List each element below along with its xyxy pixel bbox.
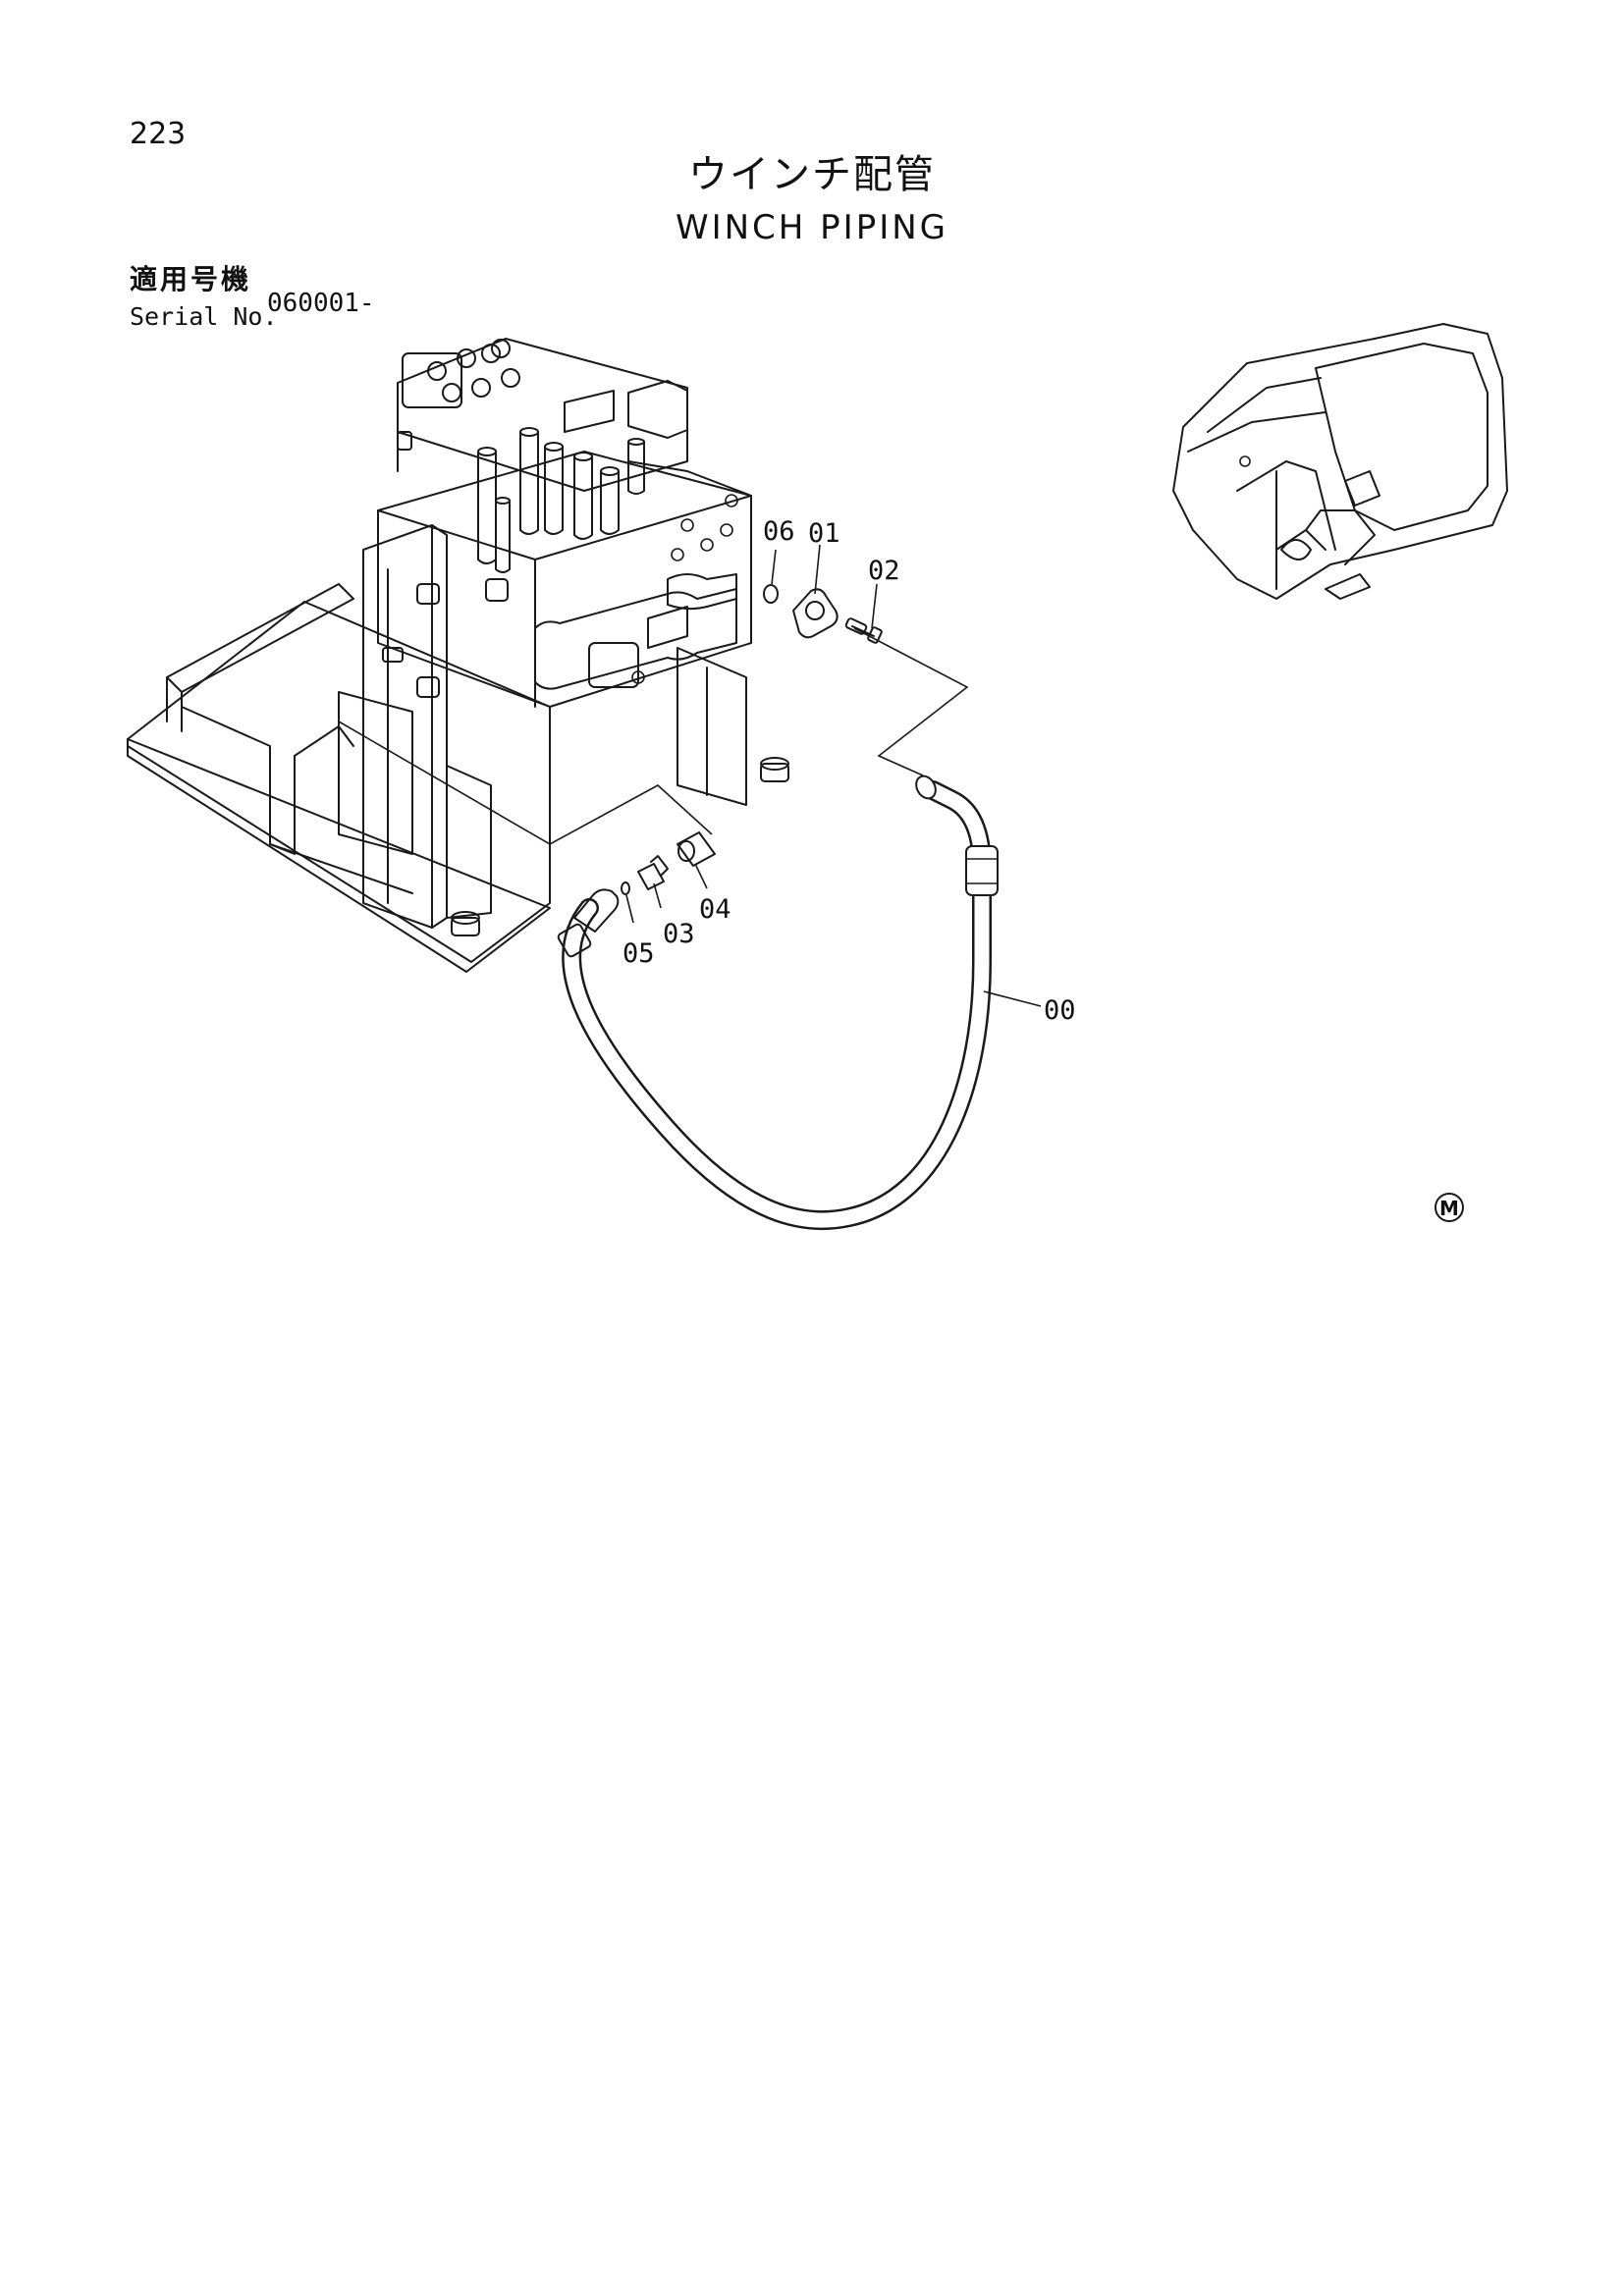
circled-m-mark: M: [1435, 1193, 1464, 1222]
serial-label-japanese: 適用号機: [130, 263, 252, 295]
callout-00: 00: [1044, 995, 1076, 1026]
control-valve-drawing: [377, 451, 752, 708]
callout-02: 02: [868, 556, 900, 586]
serial-number-value: 060001-: [267, 289, 375, 318]
callout-06: 06: [763, 516, 795, 547]
parts-01-02-06-drawing: [763, 584, 883, 644]
valve-stack-drawing: [397, 338, 752, 573]
callout-leaders: [625, 544, 1042, 1007]
callout-01: 01: [808, 518, 840, 549]
page-title-english: WINCH PIPING: [675, 208, 949, 247]
hose-assembly-drawing: [557, 774, 999, 1231]
fittings-03-04-05-drawing: [621, 831, 716, 895]
mark-letter: M: [1439, 1197, 1459, 1220]
cab-perspective-drawing: [1172, 323, 1508, 600]
page-number: 223: [130, 117, 187, 151]
support-pillar-drawing: [362, 524, 747, 929]
page-title-japanese: ウインチ配管: [688, 152, 936, 197]
pipe-route-dashed-lines: [338, 627, 969, 845]
callout-05: 05: [623, 938, 655, 969]
callout-03: 03: [663, 919, 695, 949]
callout-04: 04: [699, 894, 731, 925]
base-frame-drawing: [127, 583, 789, 973]
serial-label-english: Serial No.: [130, 302, 278, 331]
